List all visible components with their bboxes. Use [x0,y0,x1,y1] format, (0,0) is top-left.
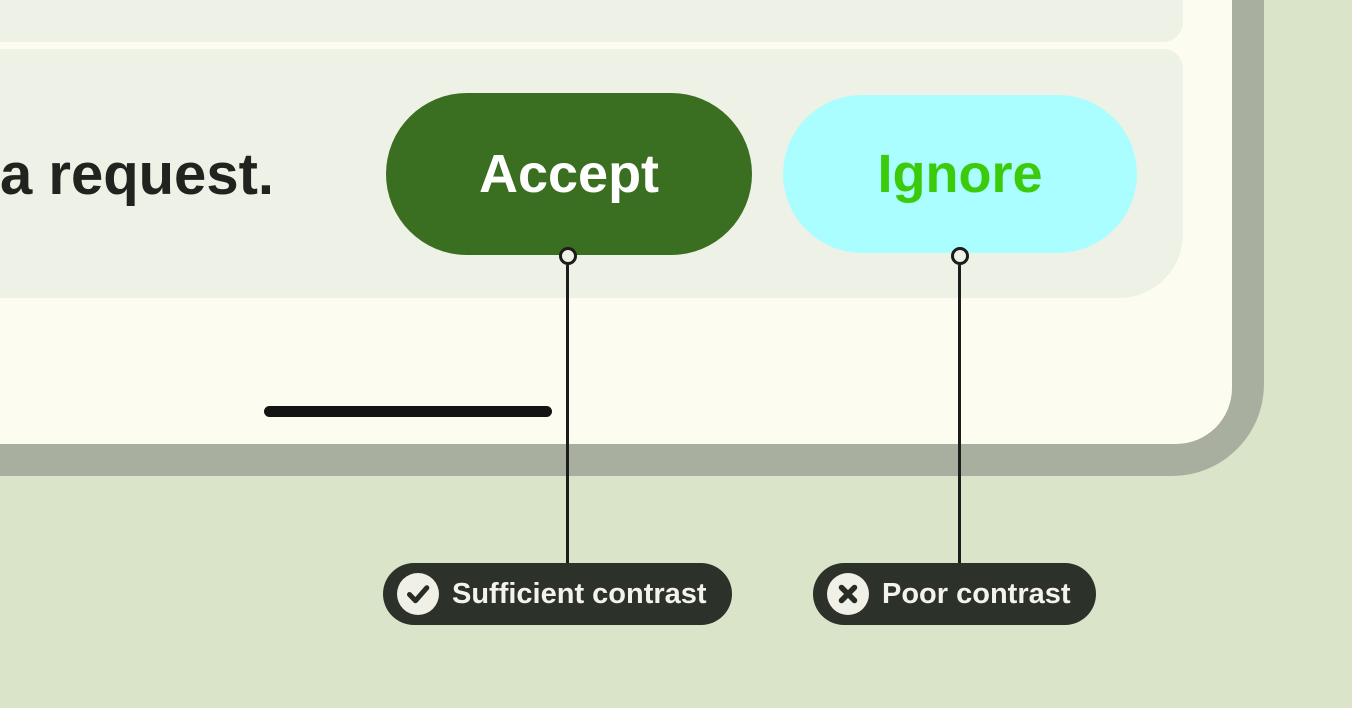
connector-line-ignore [958,265,961,563]
phone-frame: a request. Accept Ignore [0,0,1264,476]
phone-screen: a request. Accept Ignore [0,0,1232,444]
connector-dot-ignore [951,247,969,265]
annotation-label: Poor contrast [882,577,1071,610]
notification-card: a request. Accept Ignore [0,49,1183,298]
x-circle-icon [827,573,869,615]
text-placeholder-line [264,406,552,417]
annotation-sufficient-contrast: Sufficient contrast [383,563,732,625]
connector-line-accept [566,265,569,563]
annotation-poor-contrast: Poor contrast [813,563,1096,625]
notification-text: a request. [0,142,274,207]
accept-button[interactable]: Accept [386,93,752,255]
card-top-partial [0,0,1183,42]
annotation-label: Sufficient contrast [452,577,707,610]
check-circle-icon [397,573,439,615]
connector-dot-accept [559,247,577,265]
ignore-button[interactable]: Ignore [783,95,1137,253]
